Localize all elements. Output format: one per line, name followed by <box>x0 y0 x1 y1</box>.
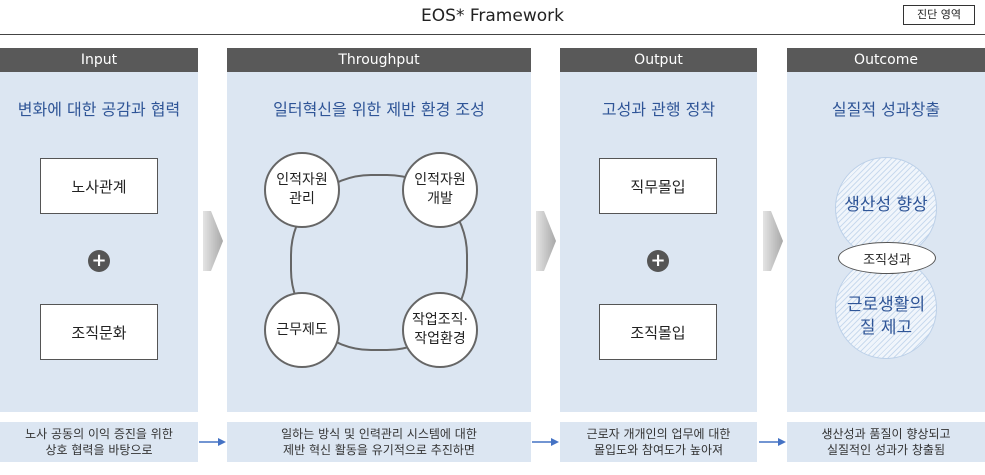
work-system-circle: 근무제도 <box>264 292 340 368</box>
labor-relations-box: 노사관계 <box>40 158 158 214</box>
org-engagement-box: 조직몰입 <box>599 304 717 360</box>
title-divider <box>0 34 985 35</box>
throughput-description: 일하는 방식 및 인력관리 시스템에 대한 제반 혁신 활동을 유기적으로 추진… <box>227 422 531 462</box>
arrow-right-icon <box>759 438 786 446</box>
input-subtitle: 변화에 대한 공감과 협력 <box>17 100 181 119</box>
org-performance-lens: 조직성과 <box>838 242 936 274</box>
diagram-title: EOS* Framework <box>421 6 564 26</box>
org-culture-box: 조직문화 <box>40 304 158 360</box>
hr-management-circle: 인적자원 관리 <box>264 152 340 228</box>
throughput-subtitle: 일터혁신을 위한 제반 환경 조성 <box>273 100 485 119</box>
hr-development-circle: 인적자원 개발 <box>402 152 478 228</box>
output-panel <box>560 72 757 412</box>
outcome-header: Outcome <box>787 48 985 72</box>
output-header: Output <box>560 48 757 72</box>
chevron-right-icon <box>536 211 556 271</box>
input-panel <box>0 72 198 412</box>
arrow-right-icon <box>532 438 559 446</box>
plus-icon: + <box>88 250 110 272</box>
input-description: 노사 공동의 이익 증진을 위한 상호 협력을 바탕으로 <box>0 422 198 462</box>
chevron-right-icon <box>763 211 783 271</box>
connector-ring <box>290 174 468 351</box>
output-subtitle: 고성과 관행 정착 <box>601 100 716 119</box>
output-description: 근로자 개개인의 업무에 대한 몰입도와 참여도가 높아져 <box>560 422 757 462</box>
arrow-right-icon <box>199 438 226 446</box>
outcome-subtitle: 실질적 성과창출 <box>831 100 941 119</box>
work-organization-circle: 작업조직· 작업환경 <box>402 292 478 368</box>
outcome-description: 생산성과 품질이 향상되고 실질적인 성과가 창출됨 <box>787 422 985 462</box>
legend-badge: 진단 영역 <box>903 5 975 25</box>
chevron-right-icon <box>203 211 223 271</box>
job-engagement-box: 직무몰입 <box>599 158 717 214</box>
quality-of-life-label: 근로생활의 질 제고 <box>846 295 926 338</box>
productivity-label: 생산성 향상 <box>844 195 928 215</box>
input-header: Input <box>0 48 198 72</box>
plus-icon: + <box>647 250 669 272</box>
throughput-header: Throughput <box>227 48 531 72</box>
